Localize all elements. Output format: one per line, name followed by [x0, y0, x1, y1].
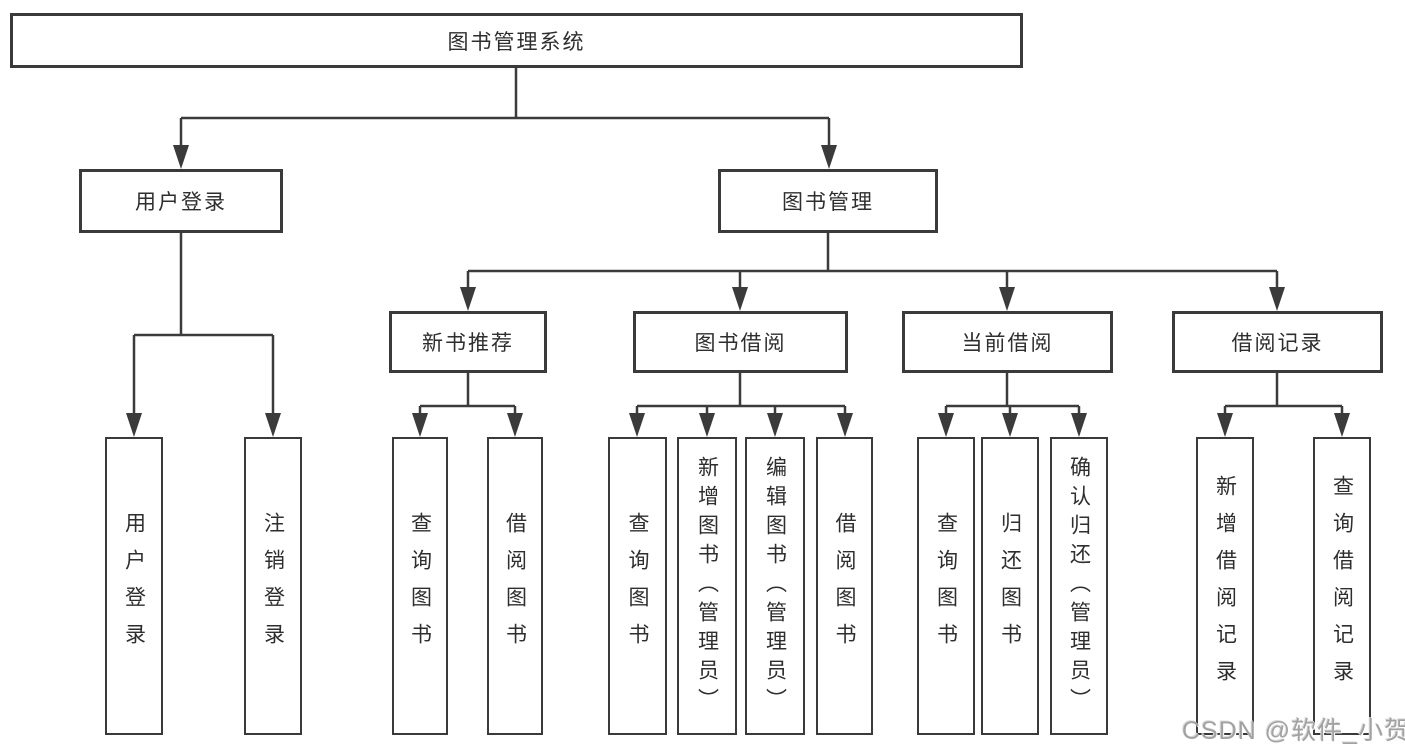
- arrowheads: [126, 145, 1350, 437]
- leaf-label: 新增借阅记录: [1213, 475, 1237, 697]
- node-book-borrowing: 图书借阅: [633, 311, 848, 373]
- leaf-logout: 注销登录: [244, 437, 302, 735]
- leaf-query-books-recommend: 查询图书: [392, 437, 448, 735]
- leaf-label: 查询图书: [934, 512, 958, 660]
- node-book-management: 图书管理: [718, 169, 938, 233]
- node-borrowing-records: 借阅记录: [1172, 311, 1383, 373]
- leaf-label: 借阅图书: [503, 512, 527, 660]
- leaf-label: 查询图书: [626, 512, 649, 660]
- leaf-borrow-books: 借阅图书: [816, 437, 873, 735]
- leaf-label: 编辑图书（管理员）: [763, 455, 787, 717]
- leaf-add-books-admin: 新增图书（管理员）: [677, 437, 737, 735]
- leaf-borrow-books-recommend: 借阅图书: [487, 437, 543, 735]
- leaf-edit-books-admin: 编辑图书（管理员）: [745, 437, 805, 735]
- csdn-watermark: CSDN @软件_小贺同学: [1182, 717, 1405, 745]
- leaf-label: 确认归还（管理员）: [1067, 455, 1091, 717]
- leaf-label: 查询图书: [408, 512, 432, 660]
- leaf-label: 归还图书: [998, 512, 1022, 660]
- leaf-query-books-current: 查询图书: [917, 437, 975, 735]
- node-current-borrowing: 当前借阅: [902, 311, 1113, 373]
- leaf-return-books: 归还图书: [981, 437, 1039, 735]
- leaf-label: 新增图书（管理员）: [695, 455, 719, 717]
- leaf-user-login: 用户登录: [105, 437, 163, 735]
- node-library-management-system: 图书管理系统: [10, 13, 1023, 68]
- node-new-book-recommend: 新书推荐: [389, 311, 547, 373]
- leaf-label: 查询借阅记录: [1330, 475, 1354, 697]
- connector-paths: [132, 68, 1344, 419]
- leaf-query-books-borrow: 查询图书: [608, 437, 667, 735]
- leaf-query-borrow-record: 查询借阅记录: [1313, 437, 1371, 735]
- leaf-label: 注销登录: [261, 512, 285, 660]
- leaf-add-borrow-record: 新增借阅记录: [1196, 437, 1254, 735]
- leaf-label: 用户登录: [122, 512, 146, 660]
- node-user-login: 用户登录: [79, 169, 283, 233]
- leaf-confirm-return-admin: 确认归还（管理员）: [1050, 437, 1108, 735]
- leaf-label: 借阅图书: [833, 512, 856, 660]
